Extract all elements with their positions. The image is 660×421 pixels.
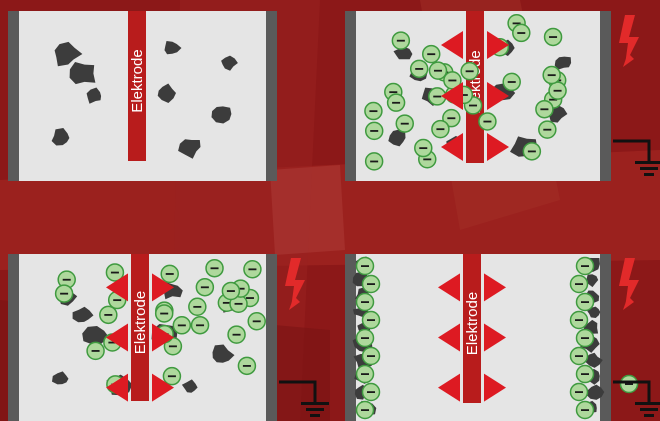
ground-symbol-icon: [613, 141, 660, 176]
dirt-particle: [70, 62, 96, 84]
ion-icon: [577, 366, 594, 383]
collector-wall-left: [345, 11, 356, 181]
ion-icon: [56, 285, 73, 302]
electrode-label: Elektrode: [129, 49, 146, 112]
ion-icon: [503, 73, 520, 90]
ion-icon: [222, 282, 239, 299]
lightning-bolt-icon: [619, 15, 639, 67]
electrode: Elektrode: [463, 254, 481, 403]
collector-wall-left: [8, 11, 19, 181]
ion-icon: [228, 326, 245, 343]
ion-icon: [388, 94, 405, 111]
collector-wall-right: [600, 11, 611, 181]
ion-icon: [577, 294, 594, 311]
ion-icon: [196, 279, 213, 296]
ion-icon: [461, 63, 478, 80]
electrode: Elektrode: [466, 11, 484, 163]
ion-icon: [539, 121, 556, 138]
electrode-panel: Elektrode: [8, 11, 277, 181]
ion-icon: [432, 121, 449, 138]
ion-icon: [396, 115, 413, 132]
ion-icon: [392, 32, 409, 49]
ion-icon: [363, 312, 380, 329]
ion-icon: [577, 402, 594, 419]
electrode: Elektrode: [131, 254, 149, 401]
ion-icon: [571, 384, 588, 401]
ion-icon: [621, 376, 638, 393]
ion-icon: [357, 258, 374, 275]
lightning-bolt-icon: [285, 258, 305, 310]
ion-icon: [357, 294, 374, 311]
ion-icon: [366, 153, 383, 170]
ion-icon: [363, 348, 380, 365]
ground-symbol-icon: [279, 382, 329, 417]
ion-icon: [244, 261, 261, 278]
ion-icon: [156, 305, 173, 322]
ion-icon: [577, 258, 594, 275]
ion-icon: [192, 317, 209, 334]
ion-icon: [100, 306, 117, 323]
ion-icon: [87, 342, 104, 359]
ion-icon: [479, 113, 496, 130]
ion-icon: [545, 28, 562, 45]
ion-icon: [571, 312, 588, 329]
ion-icon: [415, 140, 432, 157]
ion-icon: [536, 101, 553, 118]
ion-icon: [513, 24, 530, 41]
ion-icon: [423, 46, 440, 63]
electrode-panel: Elektrode: [345, 11, 611, 181]
ion-icon: [206, 260, 223, 277]
electrode-panel: Elektrode: [345, 254, 638, 421]
collector-wall-right: [266, 254, 277, 421]
ion-icon: [357, 330, 374, 347]
ion-icon: [365, 103, 382, 120]
electrode-panel: Elektrode: [8, 254, 277, 421]
ion-icon: [523, 143, 540, 160]
ion-icon: [238, 357, 255, 374]
electrode-label: Elektrode: [464, 292, 481, 355]
ion-icon: [549, 82, 566, 99]
ion-icon: [357, 366, 374, 383]
ion-icon: [543, 67, 560, 84]
ion-icon: [357, 402, 374, 419]
ion-icon: [161, 265, 178, 282]
ion-icon: [366, 122, 383, 139]
collector-wall-left: [8, 254, 19, 421]
ion-icon: [411, 60, 428, 77]
collector-wall-right: [266, 11, 277, 181]
ion-icon: [571, 348, 588, 365]
ion-icon: [571, 276, 588, 293]
ion-icon: [163, 368, 180, 385]
lightning-bolt-icon: [619, 258, 639, 310]
ion-icon: [173, 317, 190, 334]
electrode: Elektrode: [128, 11, 146, 161]
ion-icon: [429, 62, 446, 79]
ion-icon: [363, 384, 380, 401]
ion-icon: [189, 298, 206, 315]
ion-icon: [248, 313, 265, 330]
ion-icon: [363, 276, 380, 293]
electrode-label: Elektrode: [132, 291, 149, 354]
ion-icon: [577, 330, 594, 347]
